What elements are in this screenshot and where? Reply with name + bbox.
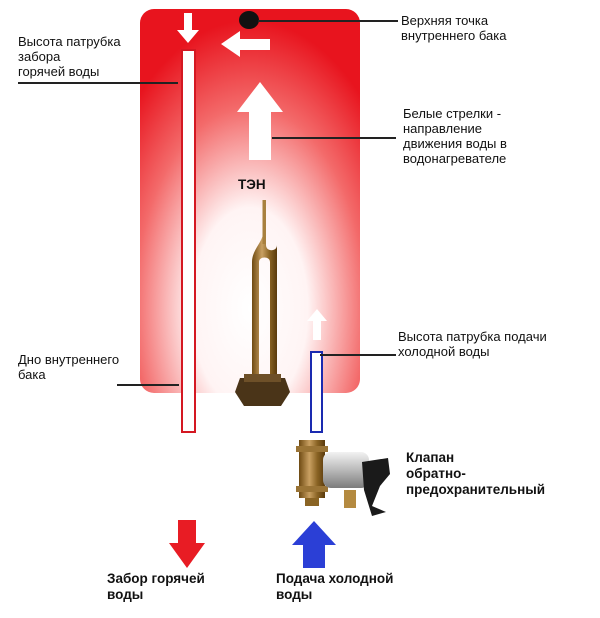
- top-point-marker: [239, 11, 259, 29]
- heating-element-icon: [235, 200, 290, 406]
- hot-out-arrow-icon: [169, 520, 205, 568]
- leader-top-point: [258, 20, 398, 22]
- leader-white-arrows: [272, 137, 396, 139]
- label-cold-supply-height: Высота патрубка подачи холодной воды: [398, 329, 547, 359]
- label-hot-intake-height: Высота патрубка забора горячей воды: [18, 34, 121, 79]
- valve-icon: [296, 440, 390, 516]
- cold-supply-pipe: [310, 351, 323, 433]
- leader-tank-bottom: [117, 384, 179, 386]
- label-hot-out: Забор горячей воды: [107, 571, 205, 602]
- leader-cold-supply: [320, 354, 396, 356]
- label-valve: Клапан обратно- предохранительный: [406, 450, 546, 497]
- cold-in-arrow-icon: [292, 521, 336, 568]
- up-arrow-small-icon: [307, 309, 327, 340]
- label-heater: ТЭН: [238, 177, 266, 192]
- tank: [140, 9, 360, 393]
- down-arrow-small-icon: [177, 13, 199, 43]
- label-top-point: Верхняя точка внутреннего бака: [401, 13, 507, 43]
- hot-intake-pipe: [181, 49, 196, 433]
- up-arrow-large-icon: [237, 82, 283, 160]
- label-tank-bottom: Дно внутреннего бака: [18, 352, 120, 382]
- label-cold-in: Подача холодной воды: [276, 571, 394, 602]
- left-arrow-icon: [221, 31, 270, 57]
- label-white-arrows: Белые стрелки - направление движения вод…: [403, 106, 507, 166]
- leader-hot-intake: [18, 82, 178, 84]
